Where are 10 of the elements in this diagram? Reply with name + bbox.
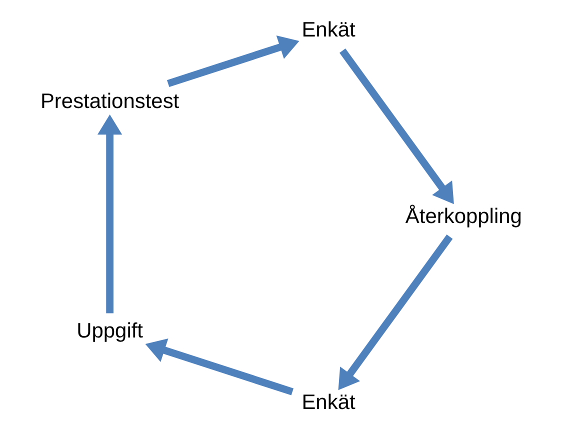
arrow — [166, 35, 299, 88]
arrow — [339, 48, 454, 204]
node-text: Återkoppling — [404, 204, 522, 228]
arrow — [338, 234, 452, 390]
arrow — [144, 338, 294, 396]
node-text: Uppgift — [76, 320, 143, 343]
node-text: Prestationstest — [40, 90, 179, 113]
arrow — [96, 114, 122, 314]
node-text: Enkät — [301, 390, 355, 414]
node-text: Enkät — [301, 18, 355, 42]
